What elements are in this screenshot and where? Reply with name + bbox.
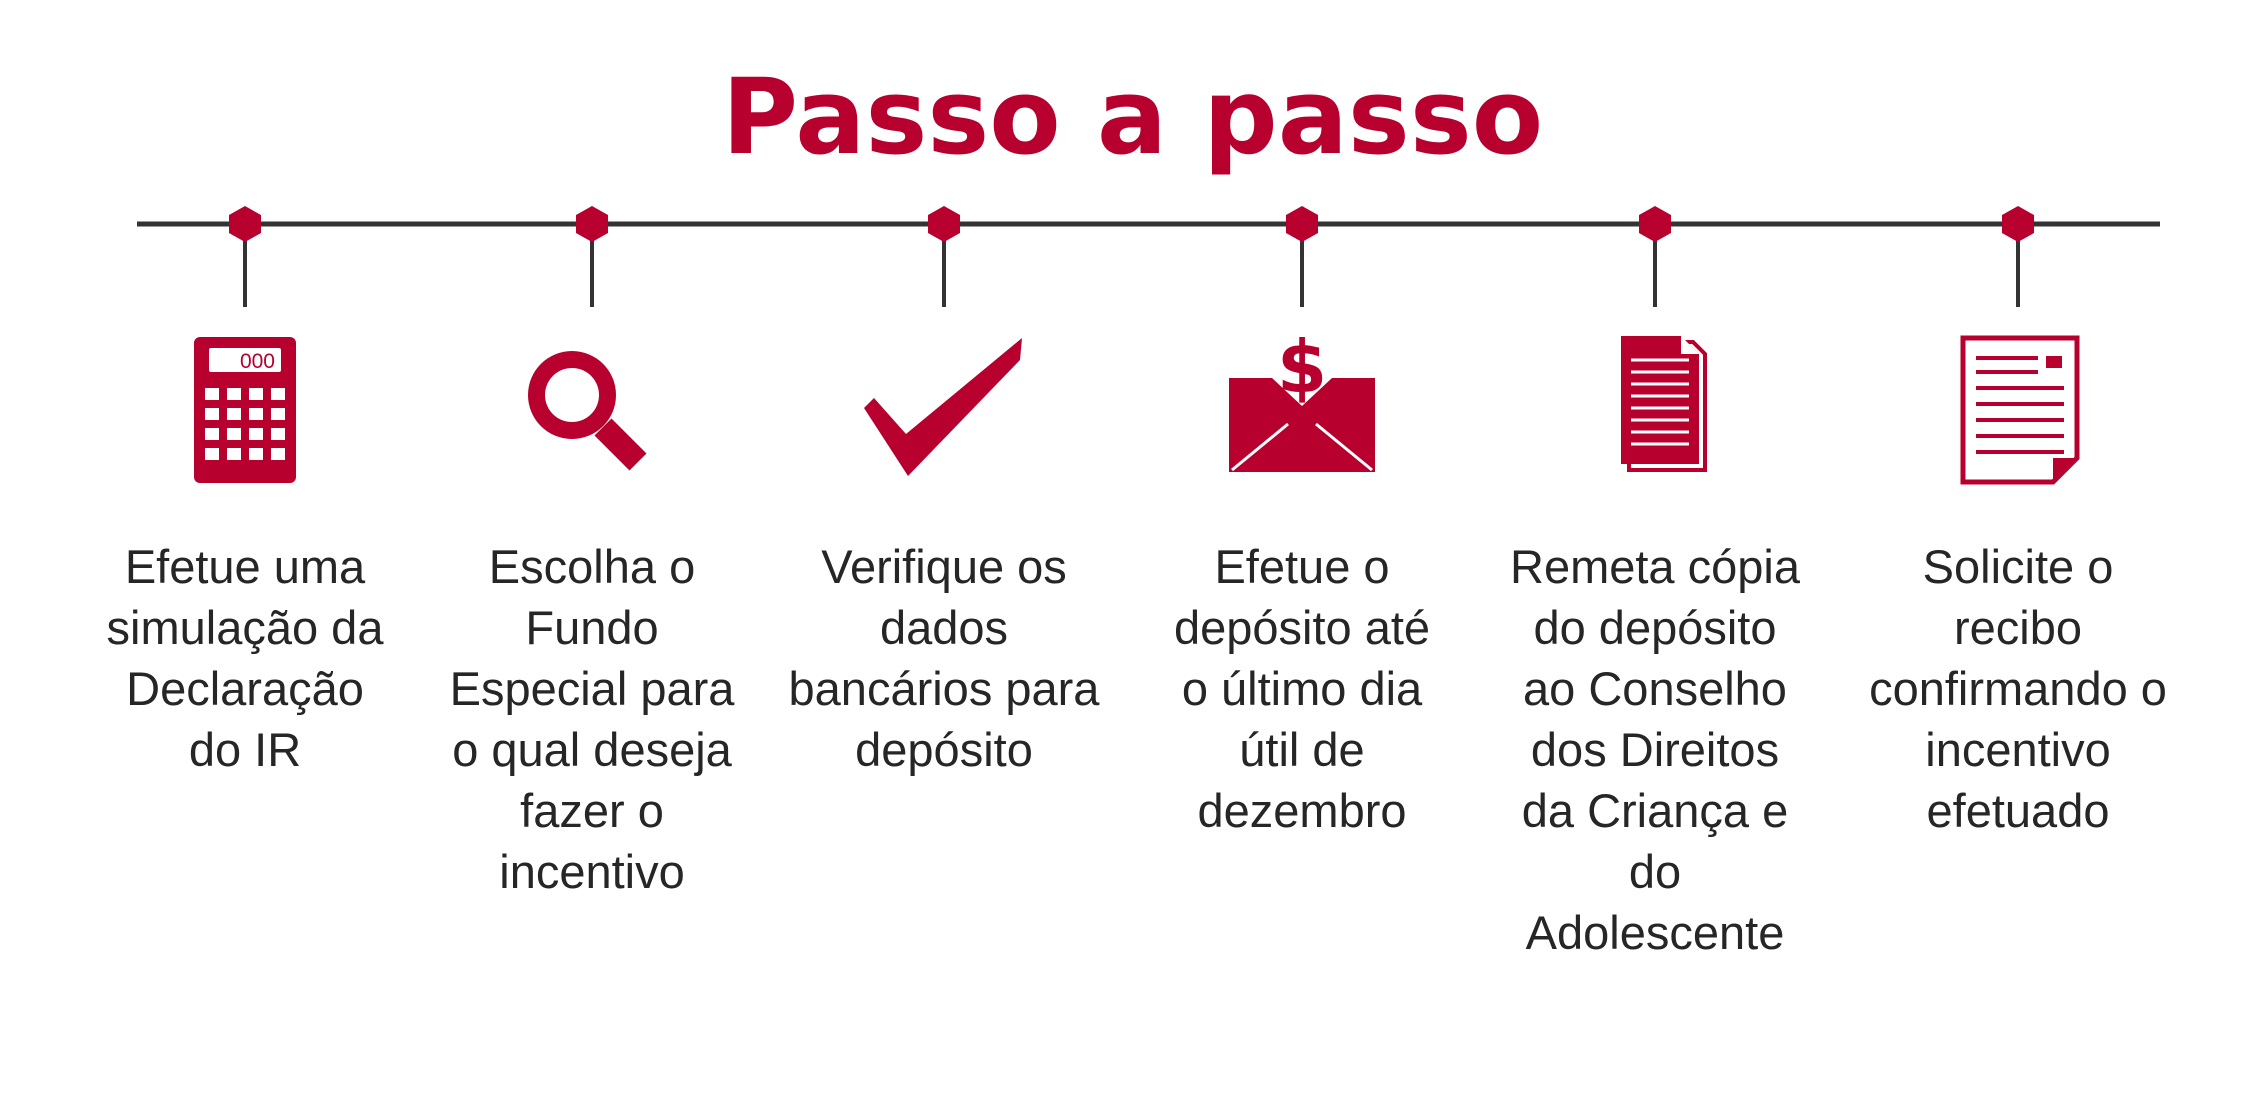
timeline-marker xyxy=(229,206,261,242)
timeline-marker xyxy=(2002,206,2034,242)
timeline-marker xyxy=(1639,206,1671,242)
step-1-text: Efetue uma simulação da Declaração do IR xyxy=(106,540,384,776)
document-copies-icon xyxy=(1621,336,1707,472)
page-title: Passo a passo xyxy=(721,56,1544,178)
step-3-text: Verifique os dados bancários para depósi… xyxy=(788,540,1100,776)
step-2-text: Escolha o Fundo Especial para o qual des… xyxy=(449,540,735,898)
calculator-display: 000 xyxy=(240,350,275,373)
timeline-marker xyxy=(1286,206,1318,242)
timeline-marker xyxy=(576,206,608,242)
magnifier-icon xyxy=(528,351,647,471)
step-5-text: Remeta cópia do depósito ao Conselho dos… xyxy=(1510,540,1800,959)
money-envelope-icon: $ xyxy=(1229,330,1375,472)
step-6-text: Solicite o recibo confirmando o incentiv… xyxy=(1869,540,2167,837)
calculator-icon: 000 xyxy=(194,337,296,483)
dollar-symbol: $ xyxy=(1277,330,1327,409)
timeline-marker xyxy=(928,206,960,242)
checkmark-icon xyxy=(864,338,1022,476)
receipt-icon xyxy=(1960,335,2080,485)
step-4-text: Efetue o depósito até o último dia útil … xyxy=(1173,540,1431,837)
timeline xyxy=(137,206,2160,307)
